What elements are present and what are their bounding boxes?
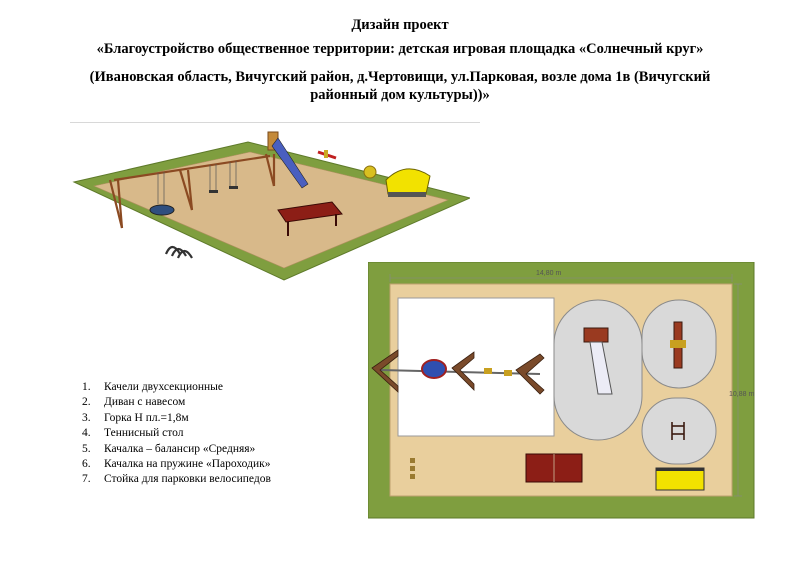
perspective-swing-ropes (157, 161, 237, 204)
perspective-spring-rocker (363, 165, 377, 179)
document-heading: Дизайн проект (351, 17, 449, 33)
divider-line (70, 122, 480, 123)
plan-height-label: 10,88 m (729, 391, 754, 398)
equipment-legend: 1.Качели двухсекционные 2.Диван с навесо… (82, 380, 271, 488)
document-address: (Ивановская область, Вичугский район, д.… (89, 69, 711, 103)
perspective-nest-swing (149, 204, 175, 216)
playground-plan-image: 14,80 m 10,88 m (368, 262, 755, 519)
perspective-balancer (317, 150, 337, 160)
legend-item: 3.Горка Н пл.=1,8м (82, 411, 189, 424)
plan-canopy-bench (655, 467, 705, 491)
legend-item: 2.Диван с навесом (82, 396, 186, 409)
legend-item: 7.Стойка для парковки велосипедов (82, 473, 271, 486)
playground-perspective-image (72, 131, 470, 281)
perspective-swing-seat (209, 190, 218, 193)
perspective-canopy-bench (385, 168, 431, 197)
plan-tennis-table (525, 453, 583, 483)
legend-item: 6.Качалка на пружине «Пароходик» (82, 458, 271, 471)
perspective-tennis-table (277, 201, 343, 236)
plan-balancer (670, 321, 686, 369)
plan-spring-rocker (671, 422, 685, 440)
perspective-swings (108, 153, 276, 229)
plan-rocker-zone (641, 397, 717, 465)
plan-height-dimension (734, 283, 742, 497)
plan-bike-rack (410, 458, 415, 479)
perspective-bike-rack (164, 245, 193, 259)
perspective-slide (267, 131, 309, 189)
perspective-swing-seat (229, 186, 238, 189)
document-subtitle: «Благоустройство общественное территории… (96, 41, 704, 57)
legend-item: 5.Качалка – балансир «Средняя» (82, 442, 256, 455)
legend-item: 1.Качели двухсекционные (82, 381, 224, 393)
plan-swings (371, 349, 545, 395)
plan-width-label: 14,80 m (536, 270, 561, 277)
plan-slide (583, 327, 613, 395)
legend-item: 4.Теннисный стол (82, 427, 184, 440)
plan-width-dimension (389, 274, 733, 282)
